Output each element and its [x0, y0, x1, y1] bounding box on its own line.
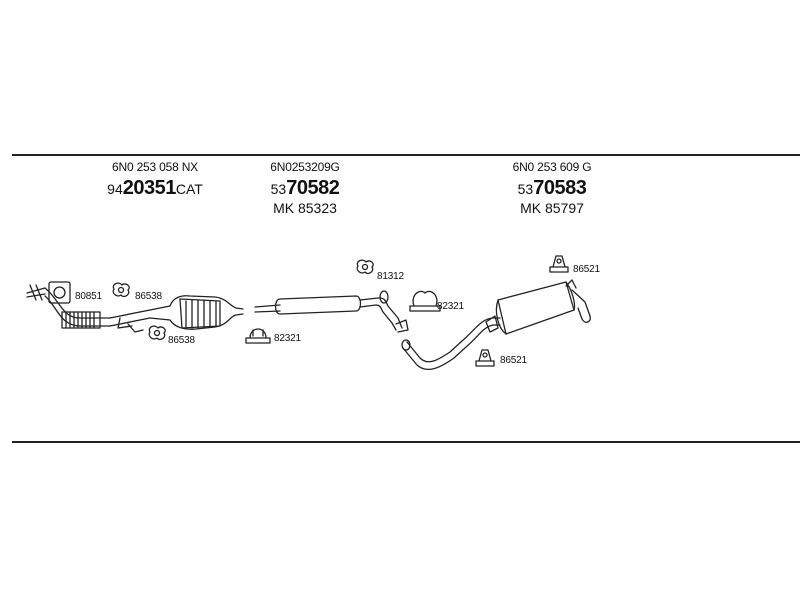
- mount-middle-shape: [356, 259, 374, 275]
- label-mount-middle: 81312: [377, 271, 404, 282]
- gasket-front-shape: [48, 281, 71, 304]
- label-clamp-rear: 82321: [437, 301, 464, 312]
- rear-silencer: [495, 279, 591, 335]
- top-rule: [12, 154, 800, 156]
- bottom-rule: [12, 441, 800, 443]
- middle-silencer: [254, 290, 409, 333]
- group-front-header: 6N0 253 058 NX 9420351CAT: [80, 161, 230, 198]
- clamp-rear-shape: [409, 290, 441, 312]
- label-clamp-front: 82321: [274, 333, 301, 344]
- label-hanger-top: 86521: [573, 264, 600, 275]
- mk-number-rear: MK 85797: [520, 200, 584, 216]
- part-number-middle: 5370582: [270, 177, 340, 199]
- hanger-bottom-shape: [475, 349, 495, 367]
- oem-number-front: 6N0 253 058 NX: [112, 160, 198, 174]
- group-middle-header: 6N0253209G 5370582 MK 85323: [245, 161, 365, 215]
- oem-number-middle: 6N0253209G: [270, 160, 340, 174]
- mount-upper-shape: [112, 282, 130, 298]
- part-number-front: 9420351CAT: [107, 177, 203, 199]
- hanger-top-shape: [549, 255, 569, 273]
- label-mount-lower: 86538: [168, 335, 195, 346]
- mk-number-middle: MK 85323: [273, 200, 337, 216]
- rear-pipe: [401, 315, 501, 371]
- group-rear-header: 6N0 253 609 G 5370583 MK 85797: [492, 161, 612, 215]
- label-mount-upper: 86538: [135, 291, 162, 302]
- oem-number-rear: 6N0 253 609 G: [512, 160, 592, 174]
- label-hanger-bottom: 86521: [500, 355, 527, 366]
- catalytic-converter: [149, 295, 244, 330]
- part-number-rear: 5370583: [517, 177, 587, 199]
- label-gasket-front: 80851: [75, 291, 102, 302]
- mount-lower-shape: [148, 325, 166, 341]
- clamp-front-shape: [245, 328, 271, 344]
